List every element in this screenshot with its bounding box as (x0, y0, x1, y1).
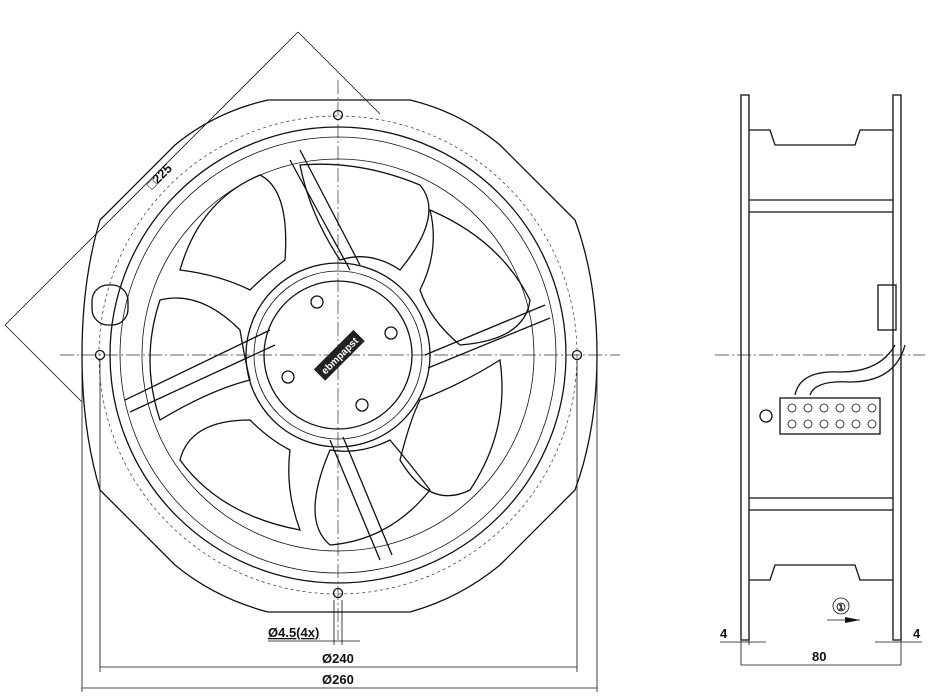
strut (124, 329, 276, 413)
screw-icon (355, 398, 369, 412)
left-flange (740, 94, 750, 641)
outer-dim-label: Ø260 (322, 672, 354, 687)
square-dim-label: □225 (144, 161, 175, 192)
terminal-block (779, 397, 881, 435)
dimension-left-flange: 4 (720, 626, 766, 665)
mount-hole-icon (94, 349, 106, 361)
venturi-inner (119, 136, 557, 574)
struts (124, 149, 551, 561)
venturi-outer (109, 126, 567, 584)
mounting-holes (94, 109, 583, 599)
strut (424, 304, 551, 369)
blade (299, 163, 430, 271)
housing-bottom (749, 564, 893, 581)
blade (179, 419, 302, 531)
screw-icon (281, 370, 295, 384)
bolt-circle-dim-label: Ø240 (322, 651, 354, 666)
strut (329, 436, 393, 561)
mount-hole-icon (571, 349, 583, 361)
housing-outline (81, 99, 598, 613)
dimension-square: □225 (4, 31, 381, 403)
cable-slot (91, 284, 129, 326)
housing-top (749, 129, 893, 146)
blade-tip-circle (141, 158, 535, 552)
airflow-label: ① (836, 602, 846, 614)
ground-screw-icon (759, 409, 773, 423)
housing-rib-bottom (749, 497, 893, 511)
hub-screws (281, 295, 398, 412)
blade (149, 297, 251, 421)
dimension-depth: 80 (741, 649, 901, 666)
side-view: ① 4 4 80 (715, 94, 925, 666)
dimension-hole: Ø4.5(4x) (268, 600, 360, 645)
blade (179, 174, 287, 291)
screw-icon (384, 326, 398, 340)
airflow-marker: ① (827, 597, 860, 623)
blades (149, 163, 531, 546)
dimension-right-flange: 4 (875, 626, 922, 665)
cable-gland (877, 284, 897, 331)
airflow-arrow-icon (845, 617, 860, 623)
bolt-circle (98, 115, 578, 595)
strut (289, 149, 361, 271)
front-view: ebmpapst □225 Ø4.5(4x) Ø240 Ø260 (4, 31, 620, 692)
depth-dim-label: 80 (812, 649, 826, 664)
blade (399, 358, 503, 497)
screw-icon (310, 295, 324, 309)
blade (419, 208, 531, 346)
hole-dim-label: Ø4.5(4x) (268, 625, 319, 640)
right-flange (892, 94, 902, 641)
rotor-ring-inner (253, 270, 423, 440)
dimension-bolt-circle: Ø240 (99, 360, 578, 672)
right-flange-dim-label: 4 (913, 626, 921, 641)
dimension-outer: Ø260 (81, 360, 598, 692)
rotor-ring (245, 262, 431, 448)
blade (314, 439, 431, 546)
mount-hole-icon (332, 587, 344, 599)
logo-text: ebmpapst (320, 335, 362, 377)
left-flange-dim-label: 4 (720, 626, 728, 641)
hub (263, 280, 413, 430)
mount-hole-icon (332, 109, 344, 121)
cables (794, 344, 906, 396)
housing-rib-top (749, 199, 893, 213)
terminal-screws (787, 403, 877, 429)
